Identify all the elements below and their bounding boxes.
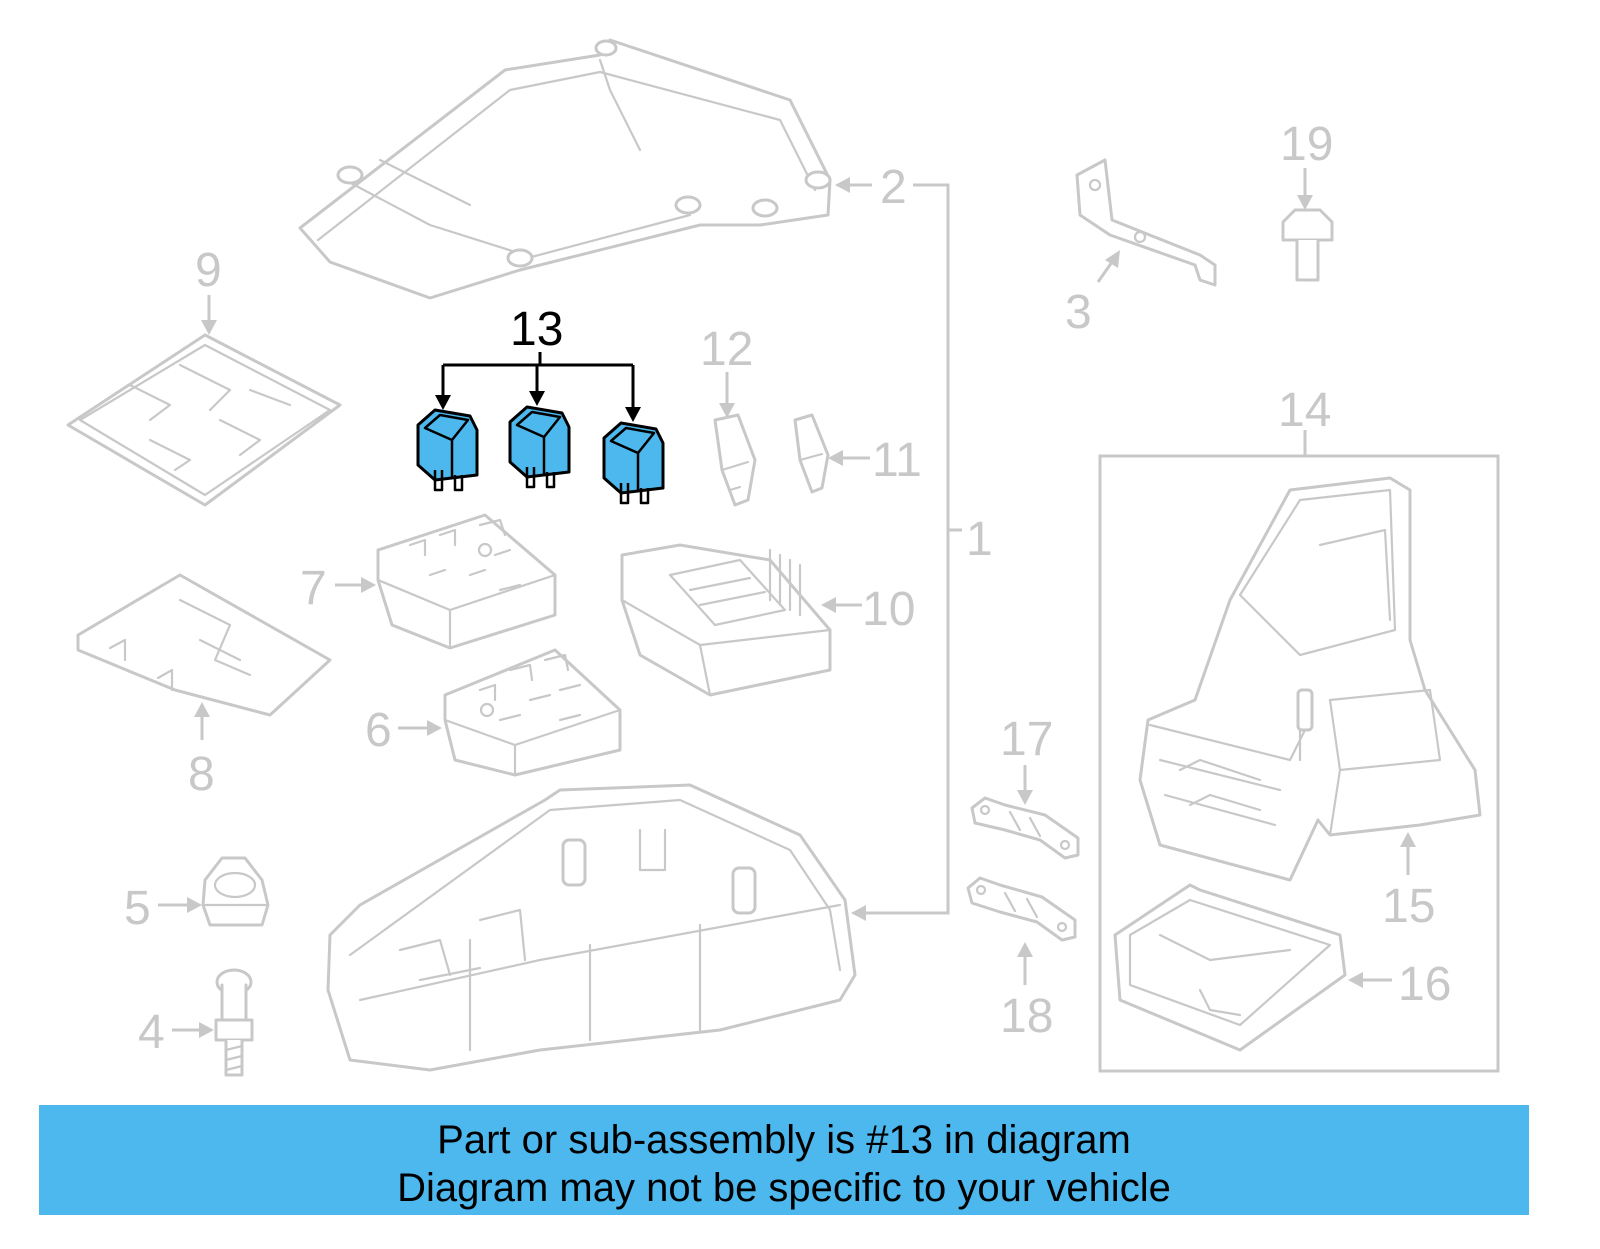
part-11-fuse[interactable]: [793, 413, 830, 494]
part-6-relay-socket[interactable]: [443, 648, 622, 777]
part-9-relay-plate[interactable]: [66, 333, 342, 507]
callout-13: 13: [510, 303, 563, 356]
callout-1: 1: [966, 513, 993, 566]
part-2-cover[interactable]: [298, 38, 832, 300]
banner-line-1: Part or sub-assembly is #13 in diagram: [437, 1118, 1131, 1162]
callout-15: 15: [1382, 880, 1435, 933]
callout-7: 7: [300, 562, 327, 615]
part-5-grommet[interactable]: [201, 856, 270, 927]
part-19-bolt[interactable]: [1281, 208, 1334, 282]
callout-12: 12: [700, 323, 753, 376]
callout-9: 9: [195, 244, 222, 297]
part-13-relay-3[interactable]: [602, 421, 665, 505]
part-3-bracket[interactable]: [1075, 158, 1217, 287]
info-banner: Part or sub-assembly is #13 in diagram D…: [39, 1105, 1529, 1215]
callout-5: 5: [124, 882, 151, 935]
callout-16: 16: [1398, 958, 1451, 1011]
callout-11: 11: [872, 434, 922, 487]
part-17-fuse-link[interactable]: [970, 796, 1080, 860]
part-13-relay-1[interactable]: [416, 408, 479, 492]
leader-lines: [158, 168, 1416, 1038]
leader-13: [435, 352, 641, 422]
part-12-fuse[interactable]: [713, 413, 757, 507]
callout-17: 17: [1000, 713, 1053, 766]
callout-8: 8: [188, 748, 215, 801]
part-7-relay-socket[interactable]: [376, 513, 557, 650]
part-8-bracket-plate[interactable]: [76, 573, 332, 717]
part-4-bolt[interactable]: [214, 968, 254, 1077]
callout-19: 19: [1280, 118, 1333, 171]
callout-3: 3: [1065, 286, 1092, 339]
callout-4: 4: [138, 1006, 165, 1059]
callout-14: 14: [1278, 384, 1331, 437]
part-13-relay-2[interactable]: [508, 405, 571, 489]
part-16-tray[interactable]: [1113, 883, 1347, 1052]
part-14-group-box: [1098, 454, 1500, 1073]
part-1-housing[interactable]: [326, 783, 857, 1072]
part-10-fuse-relay-block[interactable]: [620, 543, 832, 697]
callout-10: 10: [862, 583, 915, 636]
banner-line-2: Diagram may not be specific to your vehi…: [397, 1166, 1171, 1210]
callout-2: 2: [880, 161, 907, 214]
part-18-fuse-link[interactable]: [966, 876, 1077, 942]
callout-6: 6: [365, 704, 392, 757]
callout-18: 18: [1000, 990, 1053, 1043]
part-15-fuse-carrier[interactable]: [1138, 476, 1482, 882]
